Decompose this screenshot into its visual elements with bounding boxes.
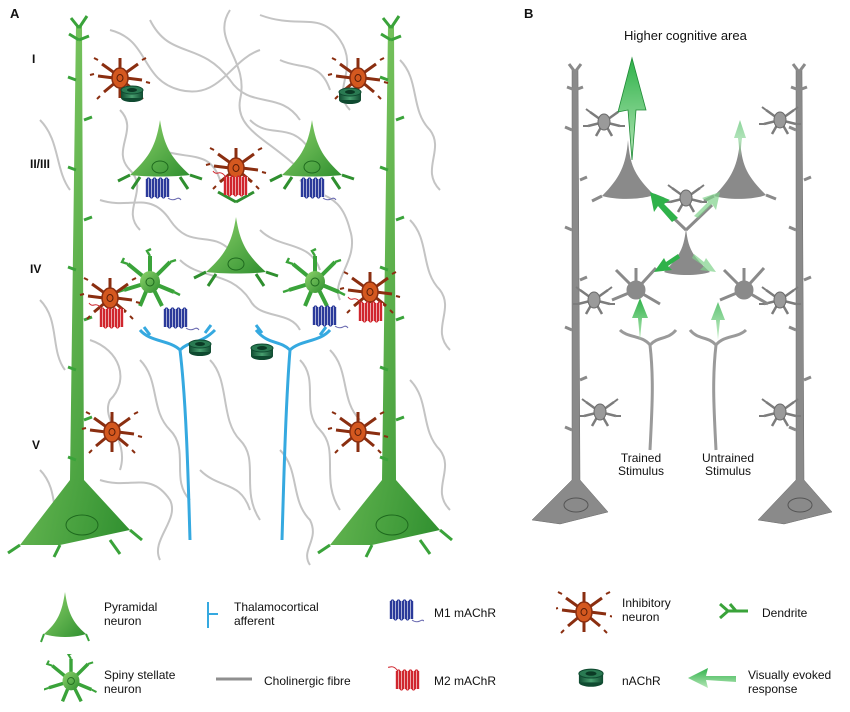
m1-receptor-icon	[388, 598, 424, 624]
spiny-stellate-icon	[44, 654, 98, 704]
cholinergic-fibre-icon	[216, 677, 252, 681]
evoked-response-arrow-small	[734, 120, 746, 158]
spiny-stellate-neuron-left	[116, 247, 182, 308]
gray-afferents	[618, 328, 748, 451]
evoked-response-arrow-trained	[632, 298, 648, 340]
layer-label-i: I	[32, 52, 36, 66]
trained-stimulus-label: Trained Stimulus	[617, 451, 664, 478]
legend-inhibitory: Inhibitory neuron	[622, 596, 671, 624]
nachr-receptor	[120, 85, 144, 103]
legend-pyramidal: Pyramidal neuron	[104, 600, 158, 628]
inhibitory-neuron-icon	[556, 590, 612, 635]
spiny-stellate-neuron-right	[281, 247, 347, 308]
panel-b-title: Higher cognitive area	[624, 28, 747, 43]
inhibitory-neuron-v-right	[326, 410, 390, 455]
thalamocortical-icon	[207, 602, 218, 628]
legend-cholinergic: Cholinergic fibre	[264, 674, 351, 688]
layer-label-ii-iii: II/III	[30, 157, 51, 171]
gray-pyramidal-right	[757, 63, 833, 525]
gray-spiny-stellate	[611, 266, 769, 306]
m2-receptor-icon	[388, 664, 422, 692]
legend: Pyramidal neuron Thalamocortical afferen…	[0, 570, 850, 712]
m1-receptor	[144, 176, 183, 202]
legend-dendrite: Dendrite	[762, 606, 808, 620]
evoked-response-arrow-untrained	[711, 302, 725, 340]
m1-receptor	[311, 304, 350, 330]
figure-panels	[7, 9, 833, 566]
legend-thalamocortical: Thalamocortical afferent	[234, 600, 319, 628]
pyramidal-neuron-right	[317, 15, 453, 558]
gray-pyramidal-left	[531, 63, 609, 525]
evoked-response-arrow-diagonal	[650, 192, 720, 272]
legend-evoked: Visually evoked response	[748, 668, 832, 696]
nachr-receptor	[250, 343, 274, 361]
nachr-icon	[578, 668, 604, 688]
layer-label-iv: IV	[30, 262, 42, 276]
panel-a-letter: A	[10, 6, 20, 21]
legend-m2: M2 mAChR	[434, 674, 497, 688]
pyramidal-neuron-iv-center	[192, 190, 280, 288]
evoked-response-icon	[688, 668, 736, 688]
nachr-receptor	[338, 87, 362, 105]
legend-spiny: Spiny stellate neuron	[104, 668, 176, 696]
panel-b-letter: B	[524, 6, 534, 21]
untrained-stimulus-label: Untrained Stimulus	[701, 451, 755, 478]
nachr-receptor	[188, 339, 212, 357]
legend-nachr: nAChR	[622, 674, 661, 688]
m1-receptor	[162, 306, 201, 332]
legend-m1: M1 mAChR	[434, 606, 497, 620]
evoked-response-arrow-large	[617, 56, 647, 161]
dendrite-icon	[719, 602, 748, 620]
m1-receptor	[299, 176, 338, 202]
layer-label-v: V	[32, 438, 41, 452]
pyramidal-neuron-icon	[40, 592, 90, 643]
